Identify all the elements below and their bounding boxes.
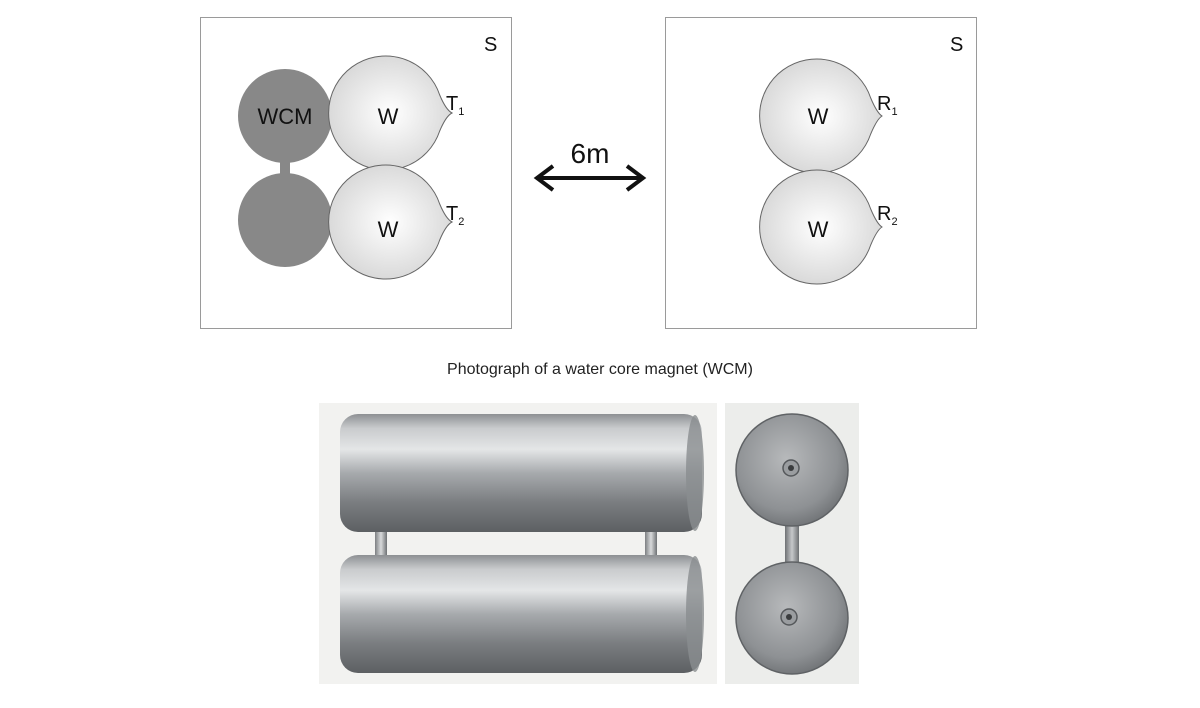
photo-end-view <box>725 403 859 684</box>
cylinder-bottom <box>340 555 702 673</box>
cylinder-bottom-end <box>686 556 704 672</box>
receiver-1-index: 1 <box>891 106 897 118</box>
transmitter-1-label: T1 <box>446 93 464 118</box>
left-panel: S WCM W T1 W T2 <box>200 17 512 329</box>
receiver-2-index: 2 <box>891 216 897 228</box>
receiver-1-label: R1 <box>877 93 898 118</box>
connector-rod-left <box>375 527 387 557</box>
right-panel: S W R1 W R2 <box>665 17 977 329</box>
water-core-magnet-symbol: WCM <box>238 69 332 267</box>
cylinder-top-end <box>686 415 704 531</box>
transmitter-1-index: 1 <box>458 106 464 118</box>
receiver-vessel-2: W R2 <box>759 169 898 285</box>
vessel-outline <box>328 55 454 171</box>
receiver-2-label: R2 <box>877 203 898 228</box>
distance-label: 6m <box>571 138 610 169</box>
magnet-top-disc <box>238 69 332 163</box>
transmitter-2-label: T2 <box>446 203 464 228</box>
photo-side-view <box>319 403 717 684</box>
magnet-connector <box>280 150 290 195</box>
transmitter-2-letter: T <box>446 203 458 225</box>
end-cap-top-hole <box>788 465 794 471</box>
cylinder-top <box>340 414 702 532</box>
vessel-outline <box>759 169 883 285</box>
receiver-1-letter: R <box>877 93 891 115</box>
left-corner-label: S <box>484 34 497 56</box>
transmitter-vessel-1: W T1 <box>328 55 464 171</box>
magnet-bottom-disc <box>238 173 332 267</box>
distance-indicator: 6m <box>533 138 647 192</box>
arrow-right-head <box>625 164 647 192</box>
transmitter-vessel-2: W T2 <box>328 164 464 280</box>
end-cap-bottom-hole <box>786 614 792 620</box>
end-view-connector-rod <box>785 520 799 564</box>
vessel-outline <box>759 58 883 174</box>
vessel-label: W <box>808 104 829 129</box>
vessel-label: W <box>378 104 399 129</box>
magnet-label: WCM <box>258 104 313 129</box>
vessel-label: W <box>378 217 399 242</box>
vessel-outline <box>328 164 454 280</box>
right-corner-label: S <box>950 34 963 56</box>
receiver-vessel-1: W R1 <box>759 58 898 174</box>
transmitter-2-index: 2 <box>458 216 464 228</box>
transmitter-1-letter: T <box>446 93 458 115</box>
vessel-label: W <box>808 217 829 242</box>
photo-caption: Photograph of a water core magnet (WCM) <box>447 361 753 378</box>
connector-rod-right <box>645 527 657 557</box>
receiver-2-letter: R <box>877 203 891 225</box>
arrow-left-head <box>533 164 555 192</box>
